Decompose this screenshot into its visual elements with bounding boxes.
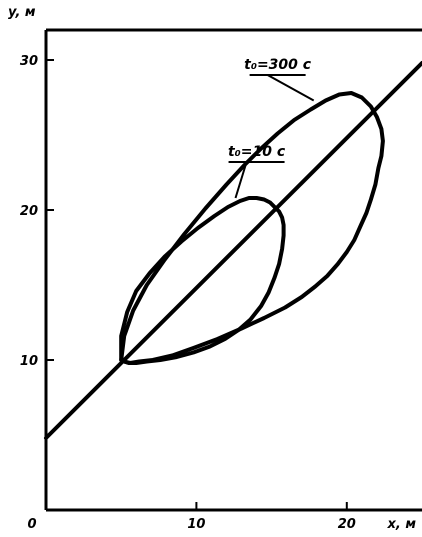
annotation-label-inner: t₀=10 с [228, 144, 286, 160]
x-tick-label: 20 [338, 517, 356, 532]
diagonal-line [44, 61, 422, 440]
label-layer: y, м x, м t₀=300 с t₀=10 с [8, 5, 416, 532]
x-tick-label: 0 [27, 517, 36, 532]
y-tick-label: 20 [20, 204, 38, 219]
inner-closed-curve [119, 196, 286, 365]
series-layer [44, 61, 422, 440]
y-tick-label: 10 [20, 354, 38, 369]
x-axis-label: x, м [387, 517, 417, 532]
annotation-leader-inner [228, 161, 285, 199]
annotation-leader-outer [249, 74, 315, 102]
y-axis-label: y, м [8, 5, 36, 20]
annotation-label-outer: t₀=300 с [244, 57, 312, 73]
y-tick-label: 30 [20, 54, 38, 69]
axes-layer: 0 10 20 10 20 30 [20, 28, 422, 532]
x-tick-label: 10 [187, 517, 205, 532]
outer-closed-curve [119, 91, 385, 365]
